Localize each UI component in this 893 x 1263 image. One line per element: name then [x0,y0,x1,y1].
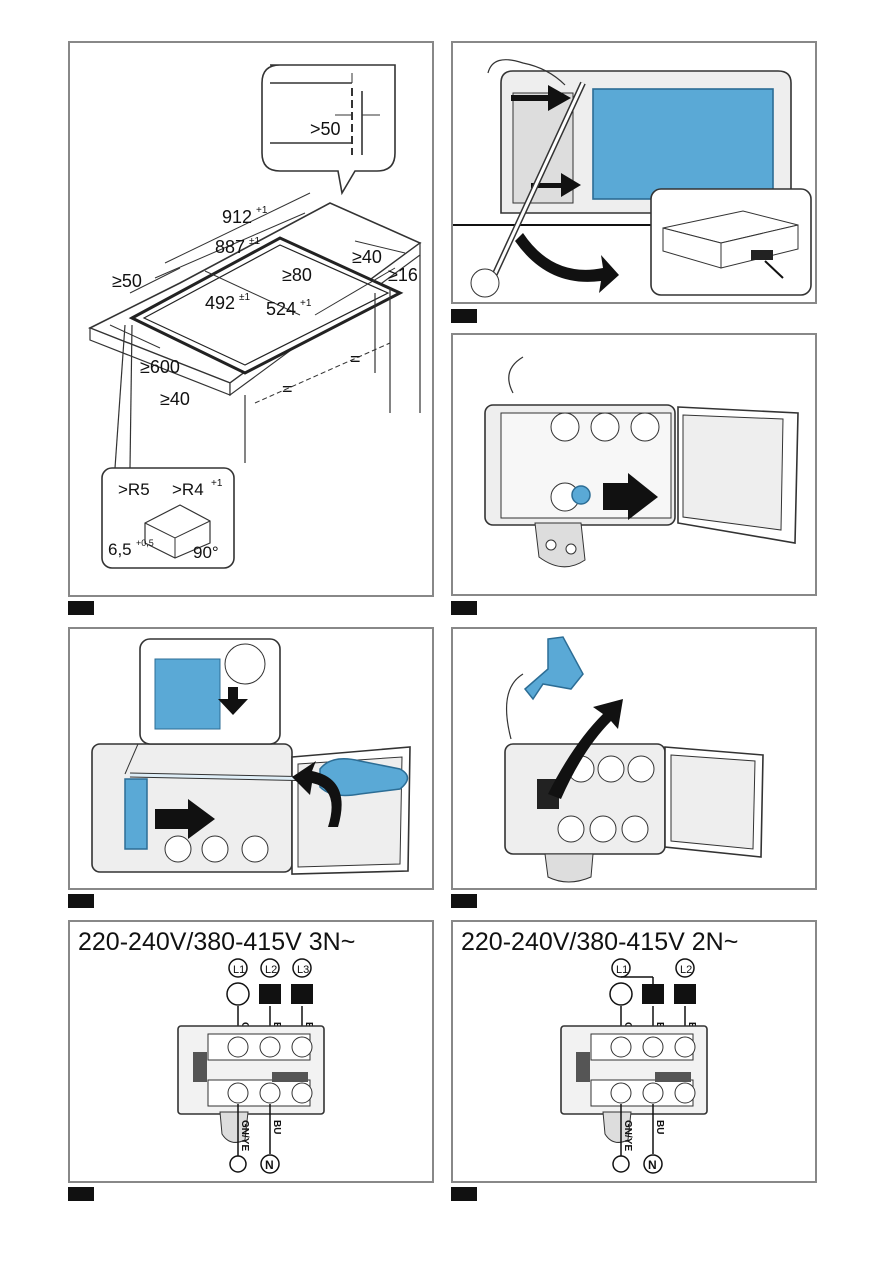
worktop-depth-label: ≥600 [140,357,180,377]
step-tag-8 [451,1187,477,1201]
worktop-thickness-label: ≥16 [388,265,418,285]
depth-524-tolerance: +1 [300,298,312,309]
panel-wiring-3n: 220-240V/380-415V 3N~ L1 L2 L3 GY BN BK … [68,920,434,1183]
heater-icon [674,984,696,1004]
depth-80-label: ≥80 [282,265,312,285]
edge-angle-label: 90° [193,543,219,562]
phase-l3-label: L3 [297,964,309,976]
panel-installation-dimensions: >50 912 +1 887 ±1 ≥50 ≥80 ≥40 ≥16 492 ±1… [68,41,434,597]
phase-l1-label: L1 [233,964,245,976]
step-tag-7 [68,1187,94,1201]
back-clearance-label: ≥40 [352,247,382,267]
step-tag-3 [451,601,477,615]
wiring-3n-title: 220-240V/380-415V 3N~ [78,928,356,956]
phase-l2-label: L2 [680,964,692,976]
ground-icon [229,1155,247,1173]
wiring-2n-diagram: L1 L2 GY BN BK GN/YE BU N [560,958,708,1174]
step-tag-1 [68,601,94,615]
wire-gnye-label: GN/YE [622,1120,633,1151]
fan-icon [609,982,633,1006]
neutral-label: N [648,1158,657,1172]
phase-l2-label: L2 [265,964,277,976]
fan-icon [226,982,250,1006]
corner-radius-r5: >R5 [118,480,150,499]
heater-icon [259,984,281,1004]
clamp-release-drawing [91,638,411,875]
corner-radius-r4-tolerance: +1 [211,478,223,489]
panel-wiring-2n: 220-240V/380-415V 2N~ L1 L2 GY BN BK GN/… [451,920,817,1183]
panel-remove-cover [451,41,817,304]
front-clearance-label: ≥40 [160,389,190,409]
ground-icon [612,1155,630,1173]
depth-524-label: 524 [266,299,296,319]
cutout-dimension-drawing: >50 912 +1 887 ±1 ≥50 ≥80 ≥40 ≥16 492 ±1… [88,64,422,569]
wire-gnye-label: GN/YE [239,1120,250,1151]
wiring-3n-diagram: L1 L2 L3 GY BN BK GN/YE BU N [177,958,325,1174]
clamp-removal-drawing [504,636,764,883]
corner-radius-r4: >R4 [172,480,204,499]
width-912-tolerance: +1 [256,205,268,216]
depth-492-tolerance: ±1 [239,292,250,303]
panel-remove-clamp [451,627,817,890]
wire-bu-label: BU [654,1120,665,1134]
width-887-tolerance: ±1 [249,236,260,247]
side-clearance-label: ≥50 [112,271,142,291]
edge-height-tolerance: +0,5 [136,538,154,548]
edge-height-label: 6,5 [108,540,132,559]
panel-release-clamp [68,627,434,890]
terminal-open-drawing [484,356,799,568]
step-tag-2 [451,309,477,323]
wire-bu-label: BU [271,1120,282,1134]
step-tag-4 [68,894,94,908]
equal-distance-left: = [282,379,293,399]
depth-492-label: 492 [205,293,235,313]
cover-removal-drawing [453,59,812,298]
wiring-2n-title: 220-240V/380-415V 2N~ [461,928,739,956]
width-887-label: 887 [215,237,245,257]
width-912-label: 912 [222,207,252,227]
heater-icon [642,984,664,1004]
heater-icon [291,984,313,1004]
equal-distance-right: = [350,349,361,369]
phase-l1-label: L1 [616,964,628,976]
panel-open-terminal [451,333,817,596]
neutral-label: N [265,1158,274,1172]
gap-label: >50 [310,119,341,139]
step-tag-5 [451,894,477,908]
